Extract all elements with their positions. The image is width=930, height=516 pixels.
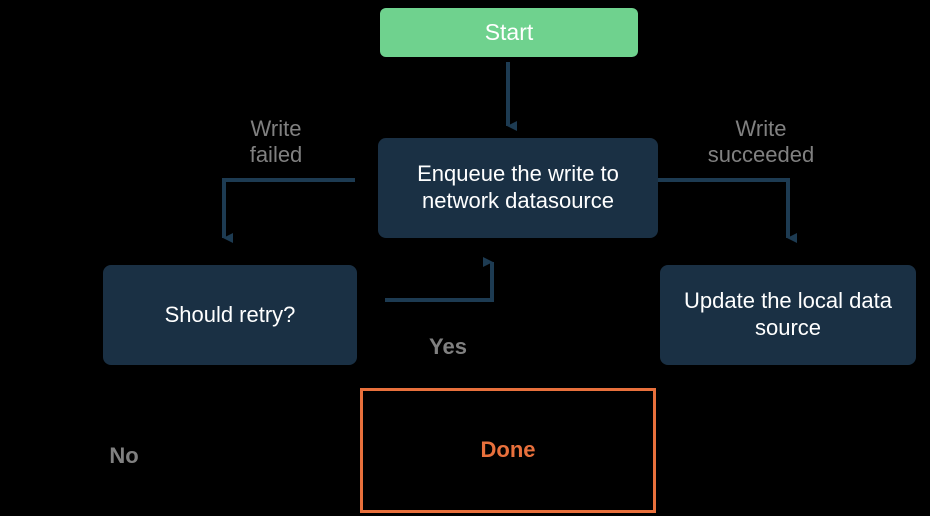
node-start[interactable]: Start [380,8,638,57]
edge-label-write-failed: Write failed [249,116,303,168]
node-update-local-datasource[interactable]: Update the local data source [660,265,916,365]
node-done[interactable]: Done [360,388,656,513]
edge-label-no: No [109,443,139,468]
edge-retry-to-enqueue [385,257,494,302]
node-should-retry-label: Should retry? [164,301,296,327]
node-enqueue-write[interactable]: Enqueue the write to network datasource [378,138,658,238]
edge-enqueue-to-update [657,178,797,243]
edge-enqueue-to-retry [222,178,355,243]
edge-label-yes: Yes [429,334,467,359]
node-should-retry[interactable]: Should retry? [103,265,357,365]
node-start-label: Start [484,19,534,46]
node-done-label: Done [480,437,536,463]
node-enqueue-label: Enqueue the write to network datasource [417,161,619,213]
node-update-label: Update the local data source [684,288,892,340]
edge-label-write-succeeded: Write succeeded [707,116,815,168]
